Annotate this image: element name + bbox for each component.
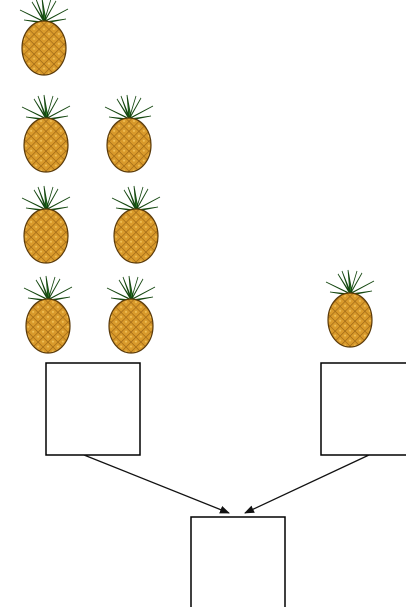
pineapple-icon xyxy=(19,0,69,76)
pineapple-icon xyxy=(23,275,73,354)
pineapple-icon xyxy=(325,269,375,348)
left-group-pineapples xyxy=(19,0,161,354)
left-arrow xyxy=(83,454,230,514)
pineapple-icon xyxy=(21,185,71,264)
right-arrow xyxy=(244,454,370,514)
left-count-box[interactable] xyxy=(45,362,141,456)
pineapple-icon xyxy=(111,185,161,264)
pineapple-icon xyxy=(106,275,156,354)
right-count-box[interactable] xyxy=(320,362,406,456)
total-count-box[interactable] xyxy=(190,516,286,607)
right-group-pineapples xyxy=(325,269,375,348)
pineapple-icon xyxy=(104,94,154,173)
pineapple-icon xyxy=(21,94,71,173)
